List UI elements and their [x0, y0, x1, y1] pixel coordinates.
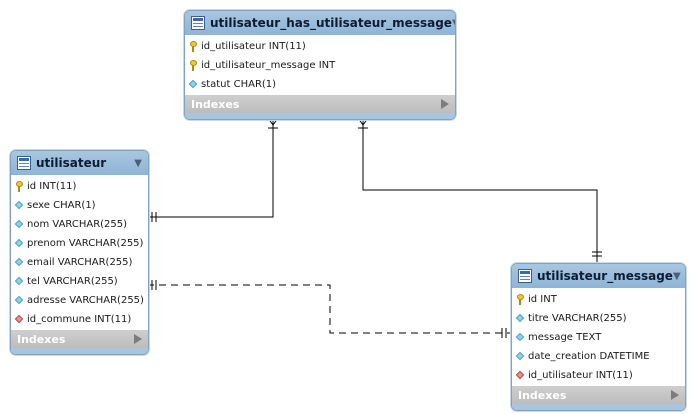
indexes-section[interactable]: Indexes: [512, 386, 685, 404]
column-row[interactable]: id INT: [512, 290, 685, 309]
dropdown-arrow-icon[interactable]: ▼: [452, 18, 455, 29]
table-header[interactable]: utilisateur_message ▼: [512, 264, 685, 288]
attribute-icon: [15, 200, 24, 211]
attribute-icon: [15, 238, 24, 249]
attribute-icon: [516, 351, 525, 362]
table-header[interactable]: utilisateur_has_utilisateur_message ▼: [185, 11, 455, 35]
column-label: statut CHAR(1): [201, 79, 277, 90]
column-row[interactable]: id_utilisateur_message INT: [185, 56, 455, 75]
column-label: id INT(11): [27, 181, 77, 192]
column-row[interactable]: id INT(11): [11, 177, 148, 196]
column-row[interactable]: sexe CHAR(1): [11, 196, 148, 215]
attribute-icon: [15, 295, 24, 306]
expand-arrow-icon[interactable]: [441, 99, 449, 109]
indexes-label: Indexes: [191, 97, 240, 111]
primary-key-icon: [15, 181, 24, 192]
expand-arrow-icon[interactable]: [134, 334, 142, 344]
primary-key-icon: [516, 294, 525, 305]
column-label: tel VARCHAR(255): [27, 276, 118, 287]
column-row[interactable]: statut CHAR(1): [185, 75, 455, 94]
relation-utilisateur-to-message[interactable]: [147, 280, 511, 338]
column-row[interactable]: nom VARCHAR(255): [11, 215, 148, 234]
attribute-icon: [189, 79, 198, 90]
column-row[interactable]: email VARCHAR(255): [11, 253, 148, 272]
expand-arrow-icon[interactable]: [671, 390, 679, 400]
column-label: adresse VARCHAR(255): [27, 295, 144, 306]
column-label: id_utilisateur INT(11): [528, 370, 633, 381]
indexes-section[interactable]: Indexes: [11, 330, 148, 348]
column-label: id_commune INT(11): [27, 314, 132, 325]
column-row[interactable]: id_utilisateur INT(11): [512, 366, 685, 385]
column-label: id_utilisateur_message INT: [201, 60, 336, 71]
attribute-icon: [15, 257, 24, 268]
table-bottom-bar: [185, 113, 455, 119]
column-label: message TEXT: [528, 332, 602, 343]
column-label: date_creation DATETIME: [528, 351, 650, 362]
column-label: nom VARCHAR(255): [27, 219, 128, 230]
table-bottom-bar: [11, 348, 148, 354]
column-row[interactable]: prenom VARCHAR(255): [11, 234, 148, 253]
column-row[interactable]: date_creation DATETIME: [512, 347, 685, 366]
foreign-key-icon: [516, 370, 525, 381]
table-name: utilisateur_has_utilisateur_message: [210, 16, 452, 30]
attribute-icon: [15, 219, 24, 230]
column-label: sexe CHAR(1): [27, 200, 96, 211]
primary-key-icon: [189, 41, 198, 52]
dropdown-arrow-icon[interactable]: ▼: [672, 270, 681, 282]
table-utilisateur-has-utilisateur-message[interactable]: utilisateur_has_utilisateur_message ▼ id…: [184, 10, 456, 120]
column-row[interactable]: tel VARCHAR(255): [11, 272, 148, 291]
column-label: id INT: [528, 294, 557, 305]
column-row[interactable]: message TEXT: [512, 328, 685, 347]
table-icon: [191, 16, 205, 30]
table-icon: [518, 269, 532, 283]
foreign-key-icon: [15, 314, 24, 325]
column-label: titre VARCHAR(255): [528, 313, 627, 324]
column-row[interactable]: id_utilisateur INT(11): [185, 37, 455, 56]
primary-key-icon: [189, 60, 198, 71]
table-icon: [17, 156, 31, 170]
table-utilisateur-message[interactable]: utilisateur_message ▼ id INT titre VARCH…: [511, 263, 686, 411]
table-header[interactable]: utilisateur ▼: [11, 151, 148, 175]
attribute-icon: [516, 313, 525, 324]
attribute-icon: [15, 276, 24, 287]
relation-message-to-has[interactable]: [357, 117, 602, 263]
dropdown-arrow-icon[interactable]: ▼: [134, 157, 142, 169]
indexes-label: Indexes: [518, 388, 567, 402]
column-label: prenom VARCHAR(255): [27, 238, 144, 249]
table-bottom-bar: [512, 404, 685, 410]
table-name: utilisateur: [36, 156, 107, 170]
table-utilisateur[interactable]: utilisateur ▼ id INT(11) sexe CHAR(1) no…: [10, 150, 149, 355]
relation-utilisateur-to-has[interactable]: [147, 117, 279, 222]
indexes-section[interactable]: Indexes: [185, 95, 455, 113]
column-label: id_utilisateur INT(11): [201, 41, 306, 52]
attribute-icon: [516, 332, 525, 343]
column-row[interactable]: adresse VARCHAR(255): [11, 291, 148, 310]
column-row[interactable]: titre VARCHAR(255): [512, 309, 685, 328]
indexes-label: Indexes: [17, 332, 66, 346]
table-name: utilisateur_message: [537, 269, 673, 283]
column-label: email VARCHAR(255): [27, 257, 133, 268]
column-row[interactable]: id_commune INT(11): [11, 310, 148, 329]
